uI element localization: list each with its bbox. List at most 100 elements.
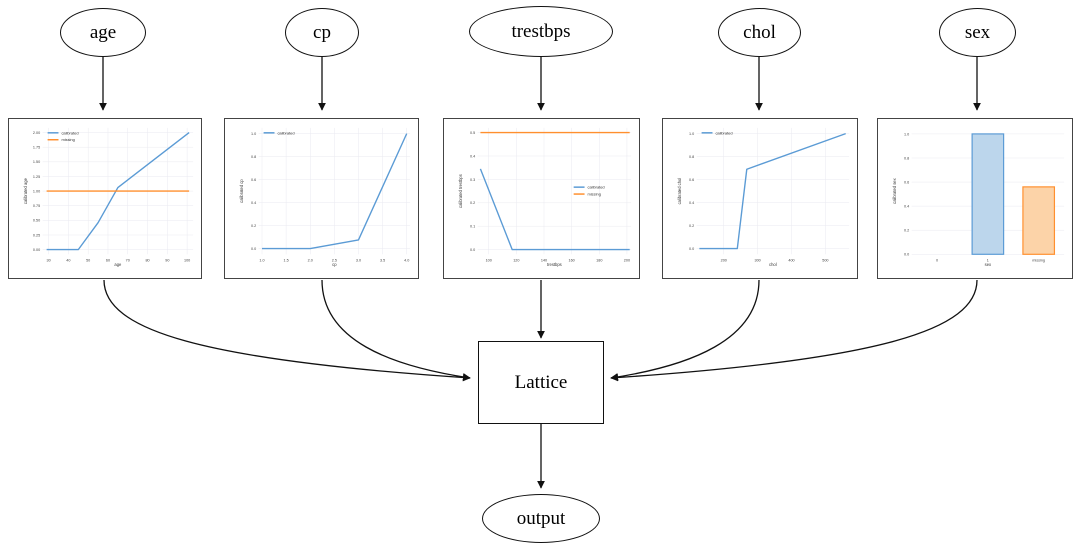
svg-text:calibrated: calibrated: [277, 130, 294, 135]
svg-text:3.0: 3.0: [356, 259, 361, 263]
svg-text:calibrated sex: calibrated sex: [892, 177, 897, 203]
svg-text:1.0: 1.0: [689, 132, 694, 136]
svg-text:calibrated age: calibrated age: [23, 177, 28, 204]
edge-cp-plot-to-lattice: [321, 279, 471, 381]
svg-text:80: 80: [145, 259, 149, 263]
node-chol-label: chol: [743, 21, 776, 43]
svg-text:180: 180: [596, 259, 602, 263]
svg-text:100: 100: [184, 259, 190, 263]
svg-text:1.0: 1.0: [259, 259, 264, 263]
svg-text:0: 0: [936, 259, 938, 263]
svg-text:160: 160: [569, 259, 575, 263]
svg-text:calibrated: calibrated: [715, 130, 732, 135]
node-chol[interactable]: chol: [718, 8, 801, 57]
svg-text:200: 200: [721, 259, 727, 263]
svg-text:90: 90: [165, 259, 169, 263]
node-output[interactable]: output: [482, 494, 600, 543]
svg-text:140: 140: [541, 259, 547, 263]
svg-text:2.5: 2.5: [332, 259, 337, 263]
svg-text:calibrated cp: calibrated cp: [239, 179, 244, 203]
svg-text:sex: sex: [985, 262, 992, 267]
node-sex-label: sex: [964, 21, 991, 43]
svg-text:1.00: 1.00: [33, 189, 40, 193]
node-cp-label: cp: [313, 21, 331, 43]
svg-text:300: 300: [754, 259, 760, 263]
svg-text:0.6: 0.6: [689, 178, 694, 182]
svg-text:0.6: 0.6: [904, 180, 909, 184]
svg-text:0.4: 0.4: [470, 154, 475, 158]
svg-text:1.5: 1.5: [284, 259, 289, 263]
svg-text:0.8: 0.8: [689, 155, 694, 159]
node-trestbps[interactable]: trestbps: [469, 6, 613, 57]
svg-text:missing: missing: [1032, 259, 1045, 263]
svg-text:calibrated: calibrated: [61, 130, 78, 135]
svg-text:400: 400: [788, 259, 794, 263]
node-sex[interactable]: sex: [939, 8, 1016, 57]
node-age-label: age: [89, 21, 117, 43]
svg-text:calibrated trestbps: calibrated trestbps: [458, 174, 463, 208]
svg-text:30: 30: [46, 259, 50, 263]
svg-text:120: 120: [513, 259, 519, 263]
svg-text:1.50: 1.50: [33, 160, 40, 164]
edge-age-plot-to-lattice: [103, 279, 471, 382]
svg-text:50: 50: [86, 259, 90, 263]
svg-text:0.4: 0.4: [251, 201, 256, 205]
svg-text:0.6: 0.6: [251, 178, 256, 182]
svg-text:1: 1: [987, 259, 989, 263]
svg-text:cp: cp: [332, 262, 337, 267]
svg-text:1.25: 1.25: [33, 175, 40, 179]
svg-text:0.2: 0.2: [689, 224, 694, 228]
svg-text:missing: missing: [61, 137, 74, 142]
svg-text:0.4: 0.4: [904, 205, 909, 209]
svg-text:2.0: 2.0: [308, 259, 313, 263]
svg-text:0.0: 0.0: [689, 247, 694, 251]
node-lattice[interactable]: Lattice: [478, 341, 604, 424]
svg-text:1.75: 1.75: [33, 146, 40, 150]
svg-text:100: 100: [486, 259, 492, 263]
svg-text:0.0: 0.0: [251, 247, 256, 251]
svg-text:2.00: 2.00: [33, 131, 40, 135]
node-lattice-label: Lattice: [514, 371, 568, 393]
svg-text:0.0: 0.0: [470, 248, 475, 252]
svg-text:calibrated chol: calibrated chol: [677, 178, 682, 205]
svg-text:0.2: 0.2: [251, 224, 256, 228]
svg-text:40: 40: [66, 259, 70, 263]
svg-text:1.0: 1.0: [251, 132, 256, 136]
svg-text:0.8: 0.8: [251, 155, 256, 159]
svg-text:200: 200: [624, 259, 630, 263]
node-output-label: output: [516, 507, 566, 529]
edge-chol-plot-to-lattice: [610, 279, 760, 381]
svg-text:calibrated: calibrated: [588, 185, 605, 190]
svg-text:0.3: 0.3: [470, 178, 475, 182]
svg-text:0.8: 0.8: [904, 156, 909, 160]
svg-text:missing: missing: [588, 192, 601, 197]
svg-text:0.0: 0.0: [904, 253, 909, 257]
edge-sex-plot-to-lattice: [610, 279, 978, 382]
svg-text:4.0: 4.0: [404, 259, 409, 263]
node-cp[interactable]: cp: [285, 8, 359, 57]
node-age[interactable]: age: [60, 8, 146, 57]
svg-text:trestbps: trestbps: [547, 262, 562, 267]
svg-text:0.2: 0.2: [470, 201, 475, 205]
svg-text:0.2: 0.2: [904, 229, 909, 233]
svg-text:0.50: 0.50: [33, 219, 40, 223]
svg-text:0.25: 0.25: [33, 233, 40, 237]
svg-text:0.5: 0.5: [470, 131, 475, 135]
svg-text:70: 70: [126, 259, 130, 263]
svg-text:0.00: 0.00: [33, 248, 40, 252]
svg-text:chol: chol: [769, 262, 777, 267]
svg-text:500: 500: [822, 259, 828, 263]
node-trestbps-label: trestbps: [511, 20, 571, 42]
svg-text:age: age: [114, 262, 122, 267]
